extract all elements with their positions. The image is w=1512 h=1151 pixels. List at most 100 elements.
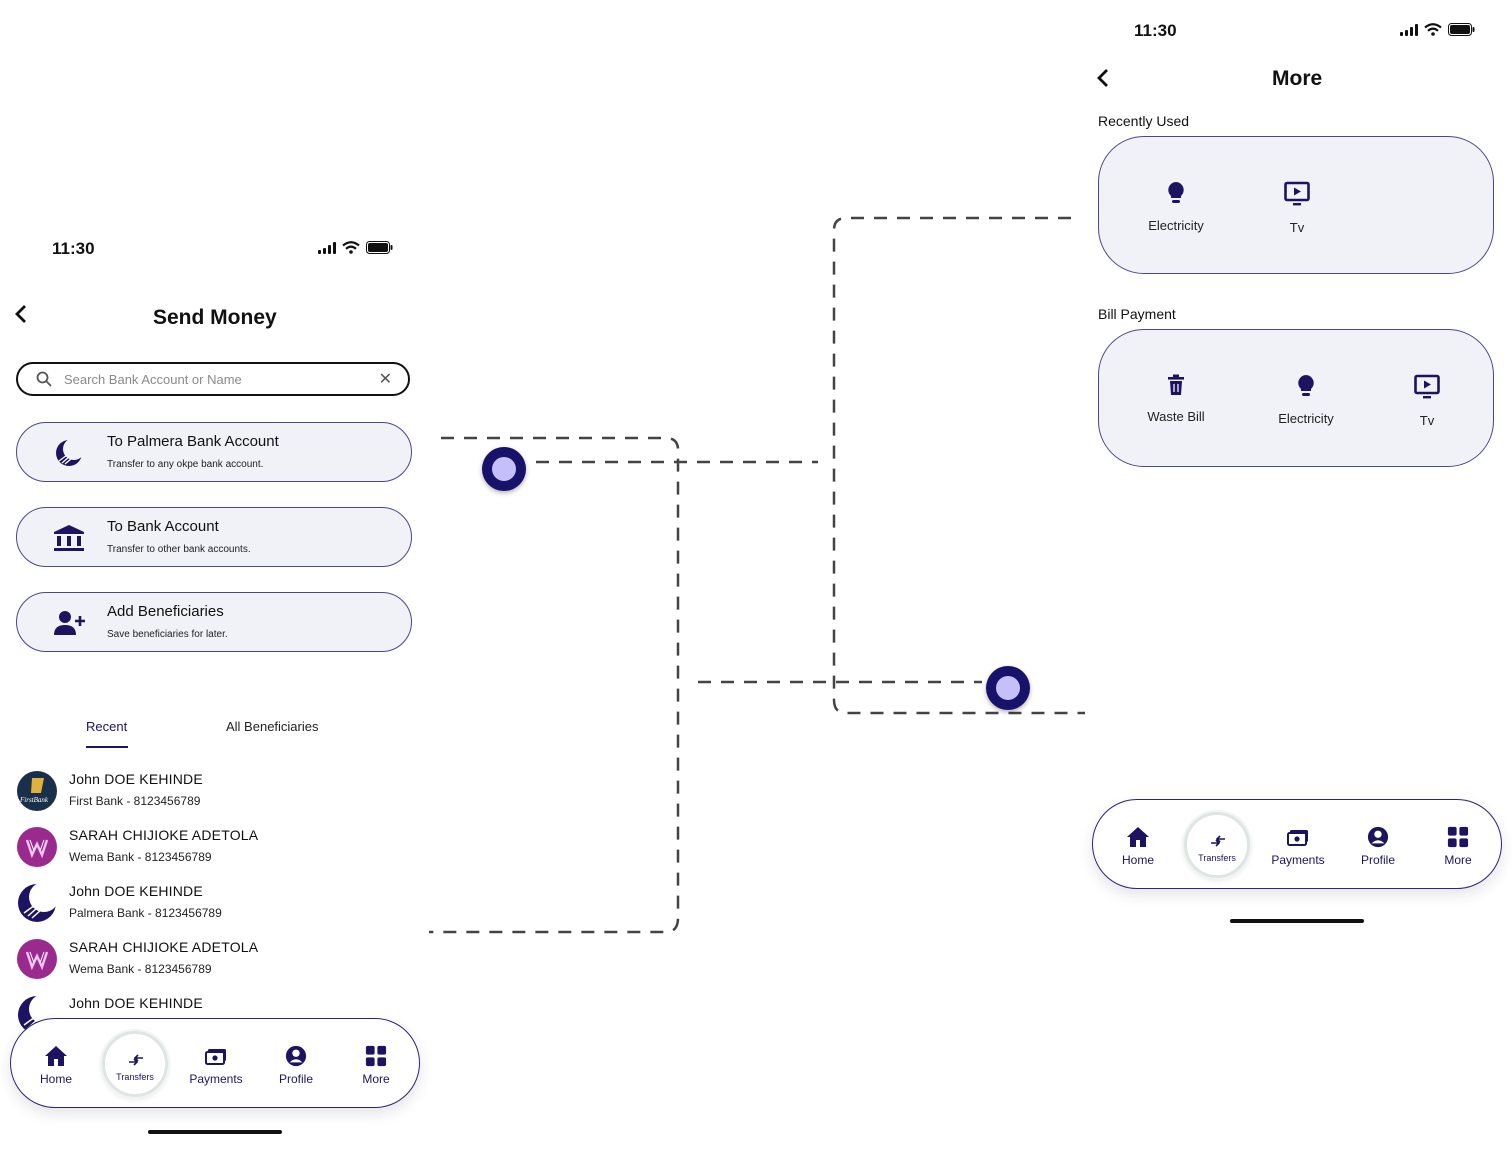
nav-label: More — [362, 1072, 390, 1086]
tab-all-beneficiaries[interactable]: All Beneficiaries — [226, 719, 319, 734]
nav-profile[interactable]: Profile — [1338, 800, 1418, 890]
beneficiary-bank: First Bank - 8123456789 — [69, 794, 201, 808]
service-label: Electricity — [1278, 411, 1334, 426]
transfers-button[interactable]: Transfers — [1184, 812, 1250, 878]
transfer-arrows-icon — [129, 1054, 143, 1066]
option-subtitle: Transfer to any okpe bank account. — [107, 459, 264, 470]
grid-icon — [365, 1045, 387, 1067]
page-title: More — [1272, 67, 1323, 90]
service-tv[interactable]: Tv — [1372, 374, 1482, 428]
section-label-recently-used: Recently Used — [1098, 113, 1190, 129]
status-time: 11:30 — [52, 239, 95, 258]
nav-label: Payments — [1271, 853, 1325, 867]
chevron-left-icon — [15, 305, 26, 323]
recently-used-panel: Electricity Tv — [1098, 136, 1494, 274]
home-indicator[interactable] — [148, 1130, 282, 1134]
wifi-icon — [1424, 23, 1442, 36]
nav-label: Home — [39, 1072, 72, 1086]
trash-icon — [1168, 374, 1184, 395]
service-label: Waste Bill — [1147, 409, 1205, 424]
clear-search-icon[interactable]: ✕ — [378, 371, 392, 388]
flow-node[interactable] — [986, 666, 1030, 710]
back-button[interactable] — [14, 302, 28, 328]
flow-node[interactable] — [482, 447, 526, 491]
home-indicator[interactable] — [1230, 919, 1364, 923]
nav-home[interactable]: Home — [16, 1019, 96, 1109]
beneficiary-name: SARAH CHIJIOKE ADETOLA — [69, 827, 259, 843]
bank-icon — [54, 525, 84, 551]
list-item[interactable]: SARAH CHIJIOKE ADETOLA Wema Bank - 81234… — [17, 824, 397, 874]
connector-middle-vertical — [832, 216, 1085, 715]
nav-label: Payments — [189, 1072, 243, 1086]
lightbulb-icon — [1298, 375, 1314, 396]
beneficiary-name: John DOE KEHINDE — [69, 883, 203, 899]
service-waste-bill[interactable]: Waste Bill — [1121, 374, 1231, 424]
status-icons — [318, 241, 393, 254]
service-label: Electricity — [1148, 218, 1204, 233]
connector-top-left — [429, 436, 680, 934]
status-time: 11:30 — [1134, 21, 1177, 40]
option-subtitle: Save beneficiaries for later. — [107, 629, 228, 640]
beneficiary-bank: Palmera Bank - 8123456789 — [69, 906, 222, 920]
nav-label: Profile — [1360, 853, 1395, 867]
service-label: Tv — [1289, 220, 1305, 235]
beneficiary-name: John DOE KEHINDE — [69, 995, 203, 1011]
list-item[interactable]: SARAH CHIJIOKE ADETOLA Wema Bank - 81234… — [17, 936, 397, 986]
home-icon — [45, 1046, 67, 1066]
profile-icon — [1367, 826, 1389, 848]
option-palmera-bank[interactable]: To Palmera Bank Account Transfer to any … — [16, 422, 412, 482]
status-icons — [1400, 23, 1475, 36]
signal-icon — [318, 241, 336, 254]
nav-home[interactable]: Home — [1098, 800, 1178, 890]
battery-icon — [1448, 23, 1475, 36]
nav-label: Transfers — [116, 1072, 154, 1082]
signal-icon — [1400, 23, 1418, 36]
list-item[interactable]: John DOE KEHINDE Palmera Bank - 81234567… — [17, 880, 397, 930]
transfer-arrows-icon — [1211, 835, 1225, 847]
wifi-icon — [342, 241, 360, 254]
firstbank-logo: FirstBank — [17, 771, 57, 811]
bottom-nav: Home Transfers Payments Profile More — [10, 1018, 420, 1108]
nav-more[interactable]: More — [336, 1019, 416, 1109]
option-add-beneficiaries[interactable]: Add Beneficiaries Save beneficiaries for… — [16, 592, 412, 652]
option-title: Add Beneficiaries — [107, 603, 224, 620]
service-label: Tv — [1419, 413, 1435, 428]
palmera-logo-icon — [56, 439, 85, 466]
payments-icon — [1287, 830, 1308, 846]
service-electricity[interactable]: Electricity — [1251, 374, 1361, 426]
nav-label: More — [1444, 853, 1472, 867]
service-tv[interactable]: Tv — [1242, 181, 1352, 235]
tab-active-indicator — [86, 746, 128, 748]
nav-more[interactable]: More — [1418, 800, 1498, 890]
option-title: To Palmera Bank Account — [107, 433, 279, 450]
page-title: Send Money — [153, 306, 277, 329]
chevron-left-icon — [1097, 69, 1108, 87]
beneficiary-name: John DOE KEHINDE — [69, 771, 203, 787]
nav-payments[interactable]: Payments — [1258, 800, 1338, 890]
option-bank-account[interactable]: To Bank Account Transfer to other bank a… — [16, 507, 412, 567]
search-bar[interactable]: ✕ — [16, 362, 410, 396]
lightbulb-icon — [1168, 182, 1184, 203]
nav-label: Profile — [278, 1072, 313, 1086]
nav-label: Transfers — [1198, 853, 1236, 863]
nav-profile[interactable]: Profile — [256, 1019, 336, 1109]
service-electricity[interactable]: Electricity — [1121, 181, 1231, 233]
beneficiary-bank: Wema Bank - 8123456789 — [69, 962, 212, 976]
nav-label: Home — [1121, 853, 1154, 867]
nav-payments[interactable]: Payments — [176, 1019, 256, 1109]
search-icon — [36, 371, 52, 387]
tab-recent[interactable]: Recent — [86, 719, 128, 734]
option-subtitle: Transfer to other bank accounts. — [107, 544, 251, 555]
add-user-icon — [54, 611, 85, 635]
tv-icon — [1414, 374, 1440, 399]
tv-icon — [1284, 181, 1310, 206]
list-item[interactable]: FirstBank John DOE KEHINDE First Bank - … — [17, 768, 397, 818]
back-button[interactable] — [1096, 66, 1110, 92]
transfers-button[interactable]: Transfers — [102, 1031, 168, 1097]
bill-payment-panel: Waste Bill Electricity Tv — [1098, 329, 1494, 467]
payments-icon — [205, 1049, 226, 1065]
option-title: To Bank Account — [107, 518, 219, 535]
bottom-nav: Home Transfers Payments Profile More — [1092, 799, 1502, 889]
search-input[interactable] — [62, 370, 379, 388]
home-icon — [1127, 827, 1149, 847]
